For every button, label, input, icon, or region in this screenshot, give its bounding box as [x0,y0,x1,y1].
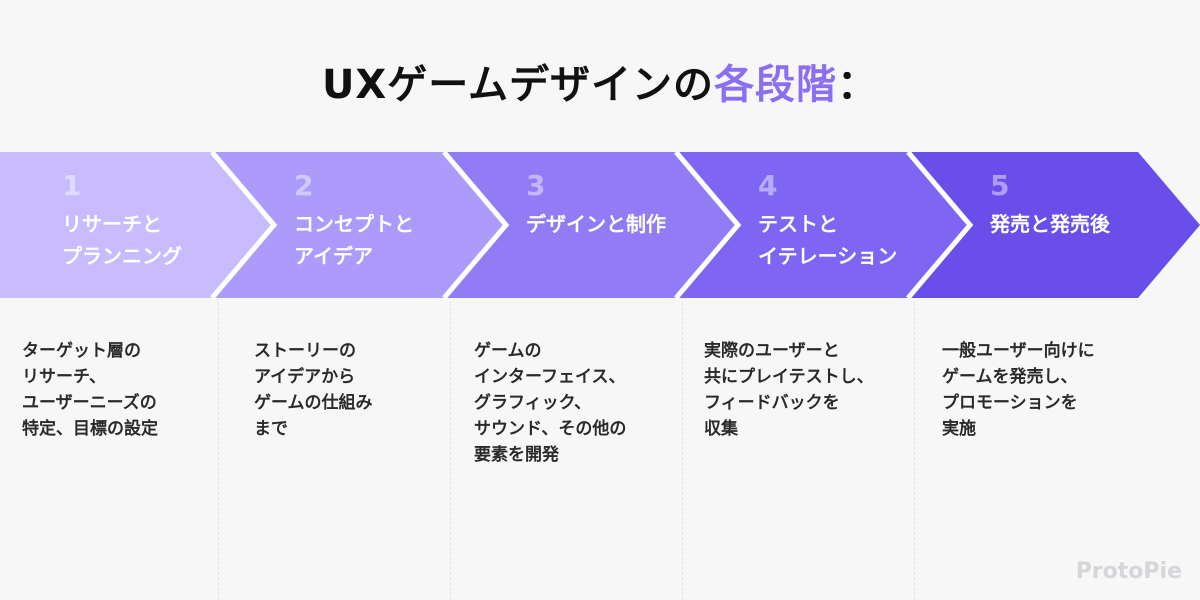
step-1-description: ターゲット層の リサーチ、 ユーザーニーズの 特定、目標の設定 [22,341,158,439]
step-label: デザインと制作 [526,212,666,236]
step-1: 1 リサーチと プランニング [62,168,262,272]
step-3: 3 デザインと制作 [526,168,726,240]
step-label: 発売と発売後 [990,212,1110,236]
column-divider [450,302,451,600]
step-number: 3 [526,169,546,202]
title-highlight: 各段階 [714,62,838,108]
step-label: コンセプトと アイデア [294,212,414,268]
step-2: 2 コンセプトと アイデア [294,168,494,272]
arrow-step-2 [212,152,506,298]
title-main: UXゲームデザインの [321,62,715,108]
step-5-description: 一般ユーザー向けに ゲームを発売し、 プロモーションを 実施 [942,341,1095,439]
step-number: 1 [62,169,82,202]
title-suffix: ： [837,62,879,108]
protopie-logo: ProtoPie [1075,559,1182,584]
column-divider [914,302,915,600]
step-4: 4 テストと イテレーション [758,168,958,272]
step-number: 4 [758,169,778,202]
arrow-step-5 [908,152,1200,298]
column-divider [218,302,219,600]
step-number: 5 [990,169,1010,202]
step-3-description: ゲームの インターフェイス、 グラフィック、 サウンド、その他の 要素を開発 [474,341,627,465]
step-number: 2 [294,169,314,202]
arrow-step-1 [0,152,274,298]
step-label: テストと イテレーション [758,212,898,268]
step-4-description: 実際のユーザーと 共にプレイテストし、 フィードバックを 収集 [704,341,874,439]
step-2-description: ストーリーの アイデアから ゲームの仕組み まで [254,341,373,439]
arrow-separators [210,150,974,300]
arrow-step-4 [676,152,970,298]
column-divider [682,302,683,600]
step-label: リサーチと プランニング [62,212,182,268]
arrow-step-3 [444,152,738,298]
step-5: 5 発売と発売後 [990,168,1190,240]
page-title: UXゲームデザインの各段階： [0,52,1200,110]
